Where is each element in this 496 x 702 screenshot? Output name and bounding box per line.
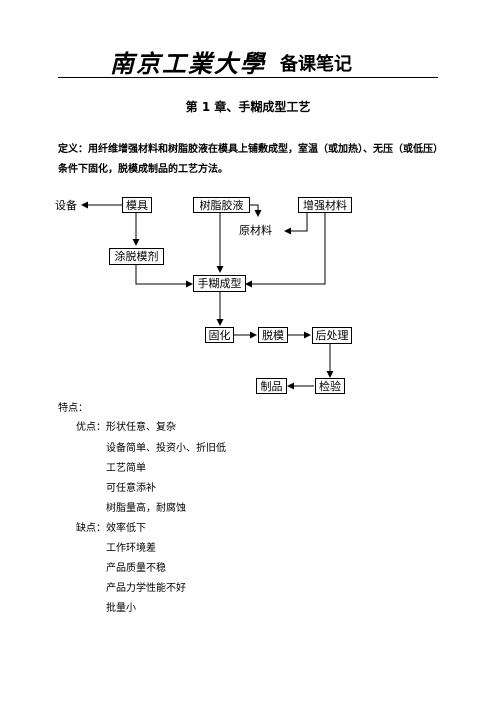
disadvantage-item: 工作环境差 (106, 543, 156, 554)
node-shuzhi: 树脂胶液 (193, 197, 250, 213)
advantage-item: 可任意添补 (106, 483, 156, 494)
arrow-tuomoji-to-shouhu (135, 265, 193, 288)
disadvantage-item: 产品质量不稳 (106, 563, 166, 574)
advantage-item: 树脂量高，耐腐蚀 (106, 503, 186, 514)
advantages-label: 优点： (76, 422, 106, 433)
arrow-zengqiang-to-yuancailiao (284, 213, 308, 235)
header-subtitle: 备课笔记 (280, 54, 352, 75)
header-divider (58, 77, 438, 78)
node-tuomo: 脱模 (258, 327, 288, 343)
advantage-item: 形状任意、复杂 (106, 422, 176, 433)
disadvantage-item: 产品力学性能不好 (106, 583, 186, 594)
university-logo-text: 南京工業大學 (110, 49, 266, 78)
node-muju: 模具 (122, 197, 152, 213)
chapter-title: 第 1 章、手糊成型工艺 (185, 100, 311, 114)
node-zengqiang: 增强材料 (298, 197, 352, 213)
node-shouhu: 手糊成型 (193, 275, 246, 292)
arrow-shuzhi-to-yuancailiao (250, 204, 262, 217)
advantage-item: 设备简单、投资小、折旧低 (106, 443, 226, 454)
node-zhipin: 制品 (256, 378, 287, 394)
node-jianyan: 检验 (315, 378, 345, 394)
disadvantage-item: 批量小 (106, 603, 136, 614)
features-heading: 特点： (58, 403, 88, 414)
disadvantages-label: 缺点： (76, 523, 106, 534)
disadvantage-item: 效率低下 (106, 523, 146, 534)
arrow-zengqiang-to-shouhu (245, 213, 326, 288)
definition-paragraph: 定义：用纤维增强材料和树脂胶液在模具上铺敷成型，室温（或加热）、无压（或低压）条… (58, 144, 438, 175)
advantage-item: 工艺简单 (106, 463, 146, 474)
node-shebei: 设备 (55, 199, 77, 212)
node-tuomoji: 涂脱模剂 (109, 248, 164, 265)
node-guhua: 固化 (205, 327, 234, 343)
node-houchuli: 后处理 (312, 327, 352, 344)
node-yuancailiao: 原材料 (239, 224, 272, 237)
